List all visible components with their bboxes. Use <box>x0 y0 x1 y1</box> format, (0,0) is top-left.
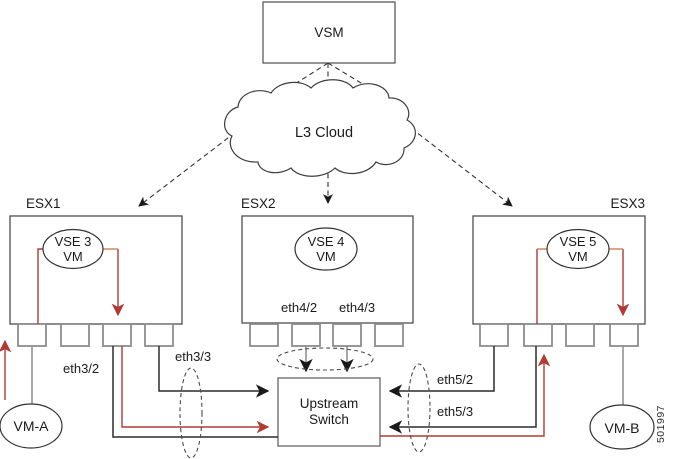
upstream-switch-line1: Upstream <box>299 396 359 411</box>
esx2-eth43-label: eth4/3 <box>339 300 376 315</box>
esx1-ports <box>17 323 174 347</box>
figure-number: 501997 <box>655 404 667 444</box>
esx1-port-4 <box>144 323 174 347</box>
esx1-eth32-link <box>112 346 278 438</box>
esx2-eth42-label: eth4/2 <box>281 300 318 315</box>
cloud-esx3-link <box>397 117 513 207</box>
esx3-port-1 <box>479 323 509 347</box>
esx1-to-switch-red <box>121 346 270 434</box>
vse4-vm-line1: VSE 4 <box>307 234 345 249</box>
vm-b-label: VM-B <box>604 420 640 436</box>
eth32-label: eth3/2 <box>63 361 100 376</box>
esx2-port-3 <box>332 323 362 347</box>
esx2-ports <box>249 323 404 347</box>
esx2-title: ESX2 <box>241 196 276 211</box>
upstream-switch-box <box>277 377 381 447</box>
esx3-ports <box>479 323 639 347</box>
left-bundle-ellipse <box>179 367 203 459</box>
vse4-vm-line2: VM <box>316 249 336 264</box>
vse3-vm-ellipse <box>42 228 104 270</box>
esx1-eth33-link <box>158 346 270 398</box>
right-bundle-ellipse <box>407 363 431 453</box>
esx3-eth52-link <box>388 346 495 398</box>
vse5-vm-label: VSE 5 VM <box>546 234 610 264</box>
vm-a-ellipse <box>0 403 63 449</box>
eth52-label: eth5/2 <box>437 372 474 387</box>
esx1-vse3-in <box>37 248 43 324</box>
black-links <box>112 346 537 438</box>
esx1-box <box>9 215 183 325</box>
esx2-port-2 <box>291 323 321 347</box>
vm-a-label: VM-A <box>13 418 49 434</box>
switch-to-esx3-red <box>380 353 551 437</box>
red-traffic-path <box>0 248 630 437</box>
vse5-vm-line2: VM <box>568 249 588 264</box>
esx3-title: ESX3 <box>610 196 645 211</box>
esx3-port-3 <box>565 323 595 347</box>
vm-b-ellipse <box>589 404 655 450</box>
upstream-switch-label: Upstream Switch <box>278 378 380 446</box>
mid-bundle-ellipse <box>276 347 374 371</box>
vse5-vm-line1: VSE 5 <box>559 234 597 249</box>
vse4-vm-label: VSE 4 VM <box>294 232 358 266</box>
vse3-vm-label: VSE 3 VM <box>41 234 105 264</box>
esx1-port-3 <box>102 323 132 347</box>
vse3-vm-line1: VSE 3 <box>54 234 92 249</box>
upstream-switch-line2: Switch <box>309 412 349 427</box>
vse4-vm-ellipse <box>294 227 358 271</box>
esx1-port-2 <box>60 323 90 347</box>
esx3-port-2 <box>523 323 553 347</box>
esx3-eth53-link <box>388 346 537 434</box>
esx1-port-1 <box>17 323 47 347</box>
eth53-label: eth5/3 <box>437 404 474 419</box>
vm-ellipses <box>0 227 655 450</box>
esx2-port-1 <box>249 323 279 347</box>
gray-links <box>31 346 624 406</box>
vse3-vm-line2: VM <box>63 249 83 264</box>
vse5-vm-ellipse <box>546 228 610 270</box>
esx3-port-4 <box>609 323 639 347</box>
eth33-label: eth3/3 <box>175 349 212 364</box>
cloud-label: L3 Cloud <box>294 125 354 141</box>
l3-cloud-shape <box>224 79 416 177</box>
vsm-box <box>262 1 396 64</box>
vsm-label: VSM <box>314 25 344 40</box>
bundle-ellipses <box>179 347 431 459</box>
esx1-title: ESX1 <box>26 196 61 211</box>
esx2-port-4 <box>374 323 404 347</box>
esx3-box <box>472 215 646 325</box>
